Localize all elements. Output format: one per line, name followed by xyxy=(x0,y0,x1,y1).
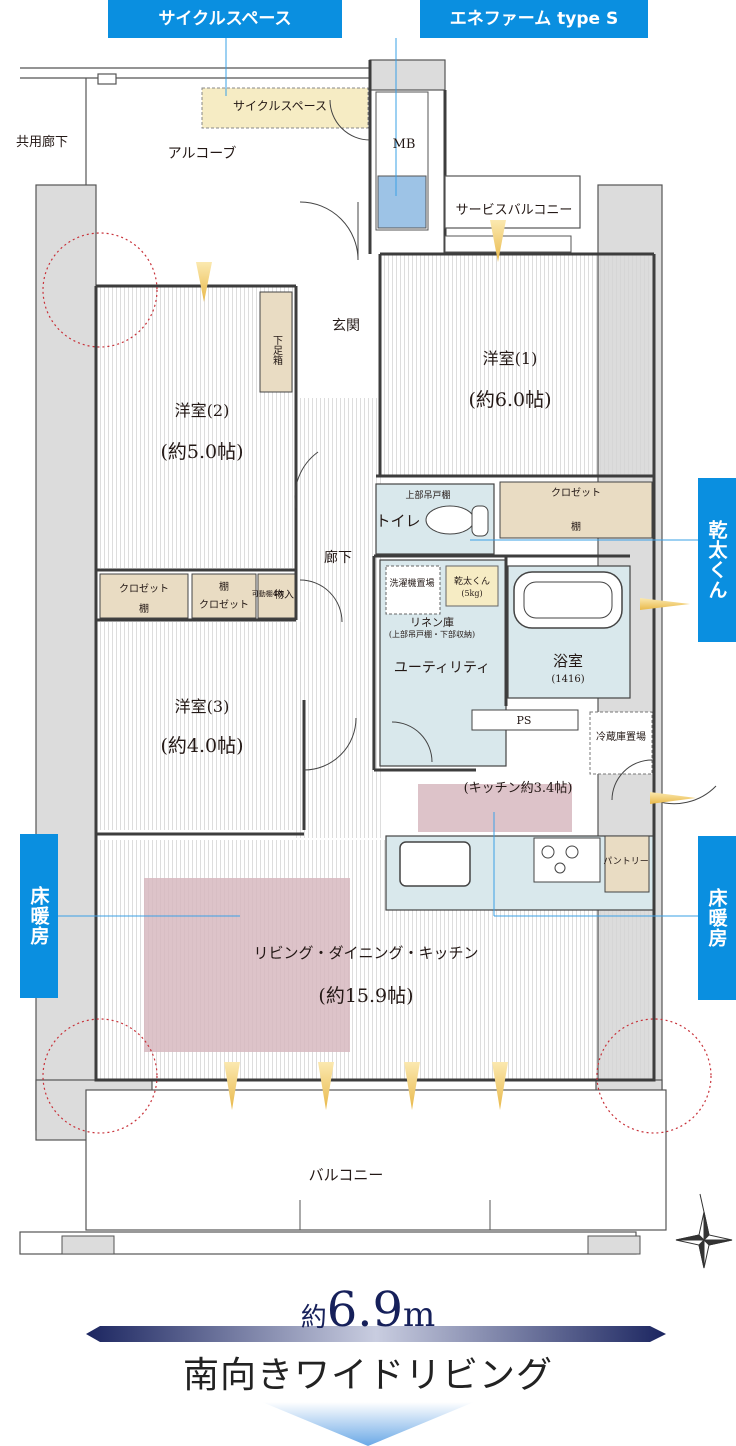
airflow-arrows xyxy=(196,220,696,1110)
label-entrance: 玄関 xyxy=(332,317,360,334)
width-value: 6.9 xyxy=(326,1282,404,1338)
service-balcony-area xyxy=(444,175,581,253)
label-shoe-box: 下足箱 xyxy=(271,335,283,366)
heating-circles xyxy=(42,232,712,1134)
label-room2-size: (約5.0帖) xyxy=(160,441,243,463)
leader-lines xyxy=(58,38,698,917)
label-balcony: バルコニー xyxy=(309,1166,384,1184)
callout-cycle-space: サイクルスペース xyxy=(108,0,342,38)
kitchen-sink xyxy=(399,841,471,887)
ps-box xyxy=(471,709,579,731)
label-service-balcony: サービスバルコニー xyxy=(456,203,573,218)
floor-heating-zones xyxy=(144,784,572,1052)
label-washer: 洗濯機置場 xyxy=(389,577,434,589)
toilet-bowl xyxy=(425,505,475,535)
label-shelf-left: 棚 xyxy=(139,602,149,615)
label-bath-size: (1416) xyxy=(551,674,584,685)
width-caption: 約6.9m xyxy=(0,1282,736,1338)
label-kanta-capacity: (5kg) xyxy=(461,589,482,598)
label-closet-mid: クロゼット xyxy=(199,599,249,611)
label-alcove: アルコーブ xyxy=(168,145,237,162)
kitchen-stove xyxy=(533,837,601,883)
label-ldk-name: リビング・ダイニング・キッチン xyxy=(253,944,478,962)
label-ps: PS xyxy=(517,714,532,727)
label-shelf-mid: 棚 xyxy=(219,580,229,593)
width-unit: m xyxy=(403,1295,436,1335)
label-fridge: 冷蔵庫置場 xyxy=(596,730,646,743)
callout-enefarm: エネファーム type S xyxy=(420,0,648,38)
callout-floor-heating-left: 床暖房 xyxy=(20,834,58,998)
label-cycle-space: サイクルスペース xyxy=(233,99,327,113)
label-toilet: トイレ xyxy=(375,512,420,530)
label-linen: リネン庫 xyxy=(410,615,454,629)
fridge-space xyxy=(589,711,653,775)
label-common-corridor: 共用廊下 xyxy=(16,134,68,150)
label-linen-note: (上部吊戸棚・下部収納) xyxy=(389,629,475,639)
callout-floor-heating-right: 床暖房 xyxy=(698,836,736,1000)
label-kitchen: (キッチン約3.4帖) xyxy=(464,781,573,796)
headline: 南向きワイドリビング xyxy=(182,1355,553,1396)
kanta-box xyxy=(445,565,499,607)
label-utility: ユーティリティ xyxy=(394,660,490,676)
label-mb: MB xyxy=(393,137,416,152)
label-shelf-right: 棚 xyxy=(571,520,581,533)
label-ldk-size: (約15.9帖) xyxy=(318,985,413,1007)
alcove-outline xyxy=(20,67,370,185)
label-closet-left: クロゼット xyxy=(119,583,169,595)
label-closet-right: クロゼット xyxy=(551,487,601,499)
callout-kanta-kun: 乾太くん xyxy=(698,478,736,642)
walls xyxy=(94,60,656,1082)
label-room1-size: (約6.0帖) xyxy=(468,389,551,411)
compass-icon xyxy=(675,1193,733,1269)
label-corridor: 廊下 xyxy=(324,549,352,566)
label-kanta-dryer: 乾太くん xyxy=(454,575,490,587)
enefarm-unit xyxy=(377,175,427,229)
down-arrow-icon xyxy=(262,1402,474,1446)
width-bar xyxy=(86,1326,666,1342)
room-labels: サイクルスペース 共用廊下 アルコーブ MB サービスバルコニー 玄関 下足箱 … xyxy=(16,99,649,1184)
balcony-area xyxy=(19,1089,667,1255)
storage-units xyxy=(99,291,653,893)
width-prefix: 約 xyxy=(300,1303,327,1333)
label-movable-shelf: 可動棚4枚 xyxy=(252,589,284,598)
label-storage: 物入 xyxy=(274,588,294,601)
label-room2-name: 洋室(2) xyxy=(175,401,230,420)
label-room3-size: (約4.0帖) xyxy=(160,735,243,757)
label-room3-name: 洋室(3) xyxy=(175,697,230,716)
label-upper-cabinet: 上部吊戸棚 xyxy=(405,489,450,501)
washer-box xyxy=(385,565,441,615)
label-room1-name: 洋室(1) xyxy=(483,349,538,368)
cycle-space-area xyxy=(201,87,369,129)
label-pantry: パントリー xyxy=(603,856,648,867)
label-bath: 浴室 xyxy=(553,652,583,670)
